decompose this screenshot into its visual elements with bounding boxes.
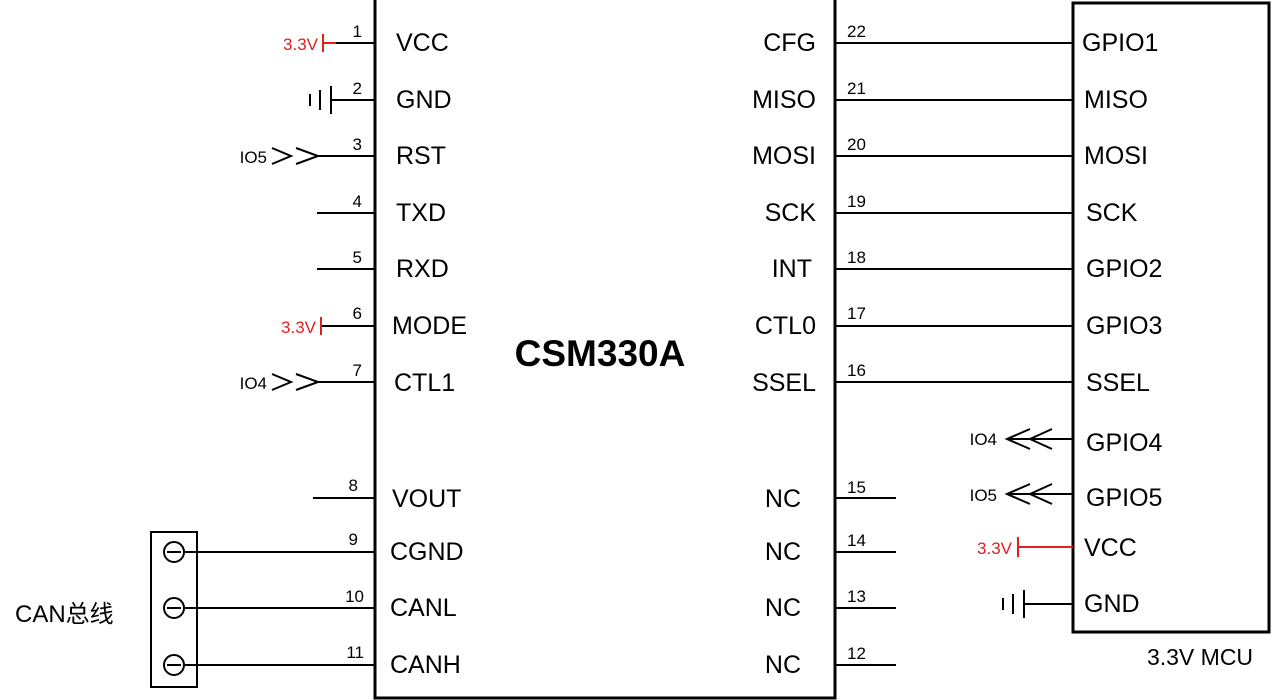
ground-symbol-mcu-gnd bbox=[1002, 590, 1073, 618]
pin-label-cgnd: CGND bbox=[390, 538, 464, 566]
pin-label-gnd: GND bbox=[396, 86, 452, 114]
pin-label-ctl1: CTL1 bbox=[394, 369, 455, 397]
mcu-pin-gnd: GND bbox=[1084, 590, 1140, 618]
mcu-pin-gpio5: GPIO5 bbox=[1086, 484, 1162, 512]
pin-label-sck: SCK bbox=[765, 199, 817, 227]
power-label: 3.3V bbox=[281, 318, 317, 337]
pin-number: 1 bbox=[353, 22, 362, 41]
offpage-connector-io4-right: IO4 bbox=[970, 428, 1073, 450]
offpage-connector-io5-right: IO5 bbox=[970, 483, 1073, 505]
pin-label-rxd: RXD bbox=[396, 255, 449, 283]
chip-left-pin-numbers: 1 2 3 4 5 6 7 8 9 10 11 bbox=[345, 22, 364, 662]
mcu-title: 3.3V MCU bbox=[1147, 644, 1253, 670]
right-pin-wires bbox=[835, 42, 1073, 666]
pin-number: 6 bbox=[353, 304, 362, 323]
terminal-screw bbox=[163, 541, 185, 563]
pin-number: 19 bbox=[847, 192, 866, 211]
mcu-pin-miso: MISO bbox=[1084, 86, 1148, 114]
chip-right-pin-numbers: 22 21 20 19 18 17 16 15 14 13 12 bbox=[847, 22, 866, 663]
pin-label-cfg: CFG bbox=[763, 29, 816, 57]
net-label-io4: IO4 bbox=[240, 374, 267, 393]
pin-number: 14 bbox=[847, 531, 866, 550]
pin-number: 11 bbox=[346, 643, 364, 662]
pin-number: 7 bbox=[353, 361, 362, 380]
pin-number: 22 bbox=[847, 22, 866, 41]
mcu-pin-gpio2: GPIO2 bbox=[1086, 255, 1162, 283]
power-label: 3.3V bbox=[283, 35, 319, 54]
pin-label-rst: RST bbox=[396, 142, 446, 170]
pin-label-ssel: SSEL bbox=[752, 369, 816, 397]
power-symbol-pin6: 3.3V bbox=[281, 317, 322, 337]
chip-left-pin-labels: VCC GND RST TXD RXD MODE CTL1 VOUT CGND … bbox=[390, 29, 467, 679]
chip-body bbox=[373, 0, 837, 700]
pin-label-nc: NC bbox=[765, 594, 801, 622]
mcu-pin-gpio1: GPIO1 bbox=[1082, 29, 1158, 57]
pin-number: 13 bbox=[847, 587, 866, 606]
ground-symbol-pin2 bbox=[309, 86, 332, 114]
pin-label-ctl0: CTL0 bbox=[755, 312, 816, 340]
terminal-screw bbox=[163, 654, 185, 676]
pin-number: 2 bbox=[353, 79, 362, 98]
terminal-screw bbox=[163, 597, 185, 619]
can-bus-label: CAN总线 bbox=[15, 601, 114, 628]
pin-label-int: INT bbox=[772, 255, 812, 283]
chip-title: CSM330A bbox=[515, 333, 686, 374]
pin-number: 4 bbox=[353, 192, 362, 211]
pin-number: 18 bbox=[847, 248, 866, 267]
chip-right-pin-labels: CFG MISO MOSI SCK INT CTL0 SSEL NC NC NC… bbox=[752, 29, 816, 679]
net-label-io5: IO5 bbox=[970, 486, 997, 505]
pin-label-vcc: VCC bbox=[396, 29, 449, 57]
power-label: 3.3V bbox=[977, 539, 1013, 558]
power-symbol-pin1: 3.3V bbox=[283, 34, 336, 54]
pin-number: 8 bbox=[349, 476, 358, 495]
offpage-connector-io5-left: IO5 bbox=[240, 147, 321, 167]
pin-number: 5 bbox=[353, 248, 362, 267]
pin-number: 9 bbox=[349, 530, 358, 549]
pin-number: 3 bbox=[353, 135, 362, 154]
pin-label-mode: MODE bbox=[392, 312, 467, 340]
pin-number: 17 bbox=[847, 304, 866, 323]
pin-label-mosi: MOSI bbox=[752, 142, 816, 170]
pin-number: 16 bbox=[847, 361, 866, 380]
pin-label-nc: NC bbox=[765, 651, 801, 679]
pin-number: 10 bbox=[345, 587, 364, 606]
pin-label-vout: VOUT bbox=[392, 485, 461, 513]
mcu-pin-mosi: MOSI bbox=[1084, 142, 1148, 170]
pin-label-txd: TXD bbox=[396, 199, 446, 227]
offpage-connector-io4-left: IO4 bbox=[240, 373, 321, 393]
pin-number: 12 bbox=[847, 644, 866, 663]
power-symbol-mcu-vcc: 3.3V bbox=[977, 537, 1073, 558]
mcu-pin-ssel: SSEL bbox=[1086, 369, 1150, 397]
pin-number: 15 bbox=[847, 478, 866, 497]
pin-number: 20 bbox=[847, 135, 866, 154]
can-bus-connector bbox=[150, 531, 198, 688]
net-label-io5: IO5 bbox=[240, 148, 267, 167]
pin-label-canl: CANL bbox=[390, 594, 457, 622]
pin-label-canh: CANH bbox=[390, 651, 461, 679]
mcu-pin-vcc: VCC bbox=[1084, 534, 1137, 562]
mcu-pin-gpio3: GPIO3 bbox=[1086, 312, 1162, 340]
pin-label-nc: NC bbox=[765, 485, 801, 513]
mcu-pin-gpio4: GPIO4 bbox=[1086, 429, 1163, 457]
net-label-io4: IO4 bbox=[970, 430, 997, 449]
mcu-pin-labels: GPIO1 MISO MOSI SCK GPIO2 GPIO3 SSEL GPI… bbox=[1082, 29, 1163, 618]
mcu-pin-sck: SCK bbox=[1086, 199, 1138, 227]
pin-label-miso: MISO bbox=[752, 86, 816, 114]
left-pin-wires bbox=[178, 42, 375, 666]
pin-label-nc: NC bbox=[765, 538, 801, 566]
mcu-body bbox=[1071, 1, 1271, 634]
pin-number: 21 bbox=[847, 79, 866, 98]
